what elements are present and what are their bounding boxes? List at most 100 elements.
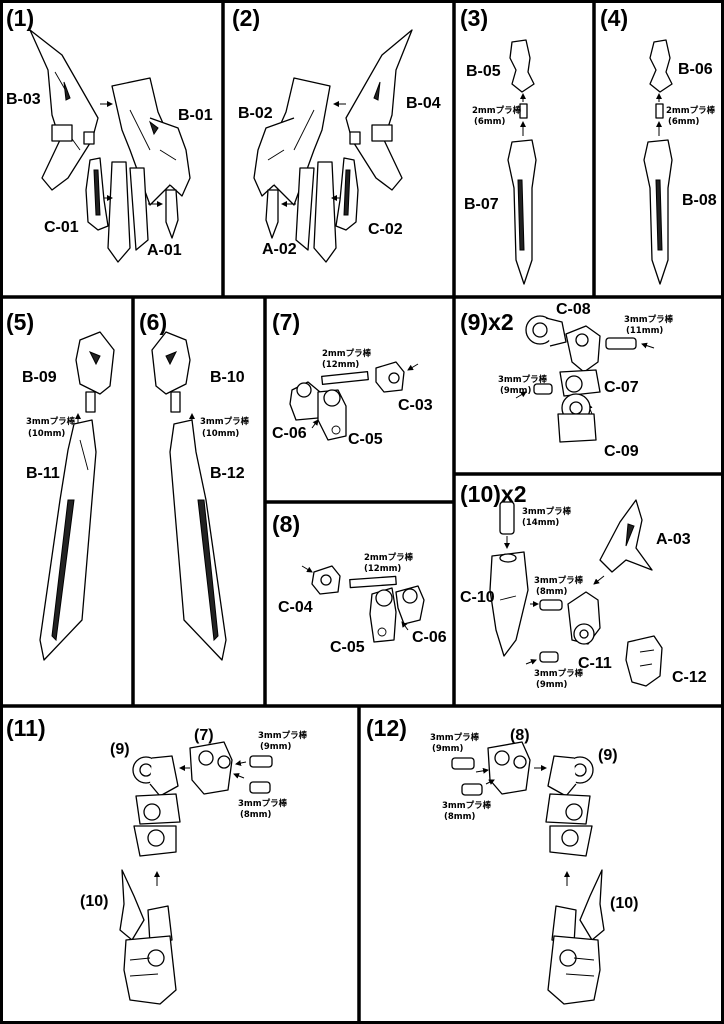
rod-3mm-10mm-left (85, 391, 96, 413)
part-drawing-c05-c06-8 (369, 585, 425, 643)
part-label-c05-7: C-05 (348, 431, 383, 448)
rod-label-3mm-11b: 3mmプラ棒 (238, 798, 288, 809)
rod-length-14mm: (14mm) (522, 518, 559, 528)
subassembly-10-left (119, 869, 177, 1005)
rod-label-2mm-right: 2mmプラ棒 (666, 105, 716, 116)
ref-label-10-left: (10) (80, 893, 108, 910)
rod-label-3mm-6: 3mmプラ棒 (200, 416, 250, 427)
rod-3mm-8mm (539, 599, 563, 611)
rod-length-10mm-6: (10mm) (202, 429, 239, 439)
step-label-1: (1) (6, 5, 34, 31)
rod-label-3mm-9a: 3mmプラ棒 (624, 314, 674, 325)
part-drawing-c10 (489, 551, 529, 657)
part-drawing-b01 (111, 77, 191, 206)
subassembly-10-right (547, 869, 605, 1005)
subassembly-8-right (487, 741, 531, 795)
rod-length-11mm: (11mm) (626, 326, 663, 336)
part-label-c07: C-07 (604, 379, 639, 396)
subassembly-9-right (545, 755, 594, 857)
rod-2mm-6mm-right (655, 103, 664, 119)
part-drawing-b07 (507, 139, 537, 285)
ref-label-9-left: (9) (110, 741, 130, 758)
part-label-c03: C-03 (398, 397, 433, 414)
part-label-c06-8: C-06 (412, 629, 447, 646)
rod-label-3mm-12a: 3mmプラ棒 (430, 732, 480, 743)
part-label-c08: C-08 (556, 301, 591, 318)
part-label-b01: B-01 (178, 107, 213, 124)
rod-3mm-8mm-11 (249, 781, 271, 794)
ref-label-8: (8) (510, 727, 530, 744)
step-label-12: (12) (366, 715, 407, 741)
part-drawing-c08 (525, 315, 567, 347)
step-label-8: (8) (272, 511, 300, 537)
panel-8: (8) 2mmプラ棒 (12mm) C-04 C-05 C-06 (272, 511, 447, 656)
rod-label-3mm-10b: 3mmプラ棒 (534, 575, 584, 586)
rod-2mm-12mm-8 (349, 575, 397, 589)
ref-label-7: (7) (194, 727, 214, 744)
rod-3mm-9mm (533, 383, 553, 395)
part-label-b03: B-03 (6, 91, 41, 108)
part-drawing-c02 (335, 157, 359, 231)
rod-3mm-9mm-10 (539, 651, 559, 663)
rod-3mm-11mm (605, 337, 637, 350)
part-drawing-b05 (509, 39, 535, 93)
panel-4: (4) B-06 2mmプラ棒 (6mm) B-08 (600, 5, 717, 285)
part-label-c09: C-09 (604, 443, 639, 460)
rod-3mm-8mm-12 (461, 783, 483, 796)
part-drawing-c11 (567, 591, 601, 645)
part-label-b11: B-11 (26, 465, 60, 482)
rod-length-9mm-10: (9mm) (536, 680, 568, 690)
part-drawing-b09 (75, 331, 115, 395)
step-label-4: (4) (600, 5, 628, 31)
part-label-a02: A-02 (262, 241, 297, 258)
subassembly-9-left (132, 755, 181, 857)
part-label-b08: B-08 (682, 192, 717, 209)
panel-10: (10)x2 3mmプラ棒 (14mm) A-03 3mmプラ棒 (8 (460, 481, 707, 690)
part-drawing-c03 (375, 361, 405, 393)
rod-label-3mm-10c: 3mmプラ棒 (534, 668, 584, 679)
rod-length-6mm-right: (6mm) (668, 117, 700, 127)
rod-label-2mm-8: 2mmプラ棒 (364, 552, 414, 563)
part-label-b09: B-09 (22, 369, 57, 386)
rod-2mm-12mm (321, 370, 369, 386)
rod-3mm-10mm-right (170, 391, 181, 413)
part-label-c11: C-11 (578, 655, 612, 672)
rod-label-3mm-9b: 3mmプラ棒 (498, 374, 548, 385)
part-label-c10: C-10 (460, 589, 495, 606)
part-drawing-b10 (151, 331, 191, 395)
part-label-c06-7: C-06 (272, 425, 307, 442)
part-label-a03: A-03 (656, 531, 691, 548)
part-drawing-b08 (643, 139, 673, 285)
step-label-2: (2) (232, 5, 260, 31)
part-drawing-c04 (311, 565, 341, 595)
part-drawing-c01 (85, 157, 109, 231)
step-label-10: (10)x2 (460, 481, 526, 507)
step-label-3: (3) (460, 5, 488, 31)
step-label-5: (5) (6, 309, 34, 335)
ref-label-10-right: (10) (610, 895, 638, 912)
rod-length-8mm-12: (8mm) (444, 812, 476, 822)
rod-length-6mm-left: (6mm) (474, 117, 506, 127)
subassembly-7-left (189, 741, 233, 795)
part-label-c05-8: C-05 (330, 639, 365, 656)
rod-length-9mm-11: (9mm) (260, 742, 292, 752)
rod-label-2mm-7: 2mmプラ棒 (322, 348, 372, 359)
part-drawing-b06 (649, 39, 673, 93)
panel-5: (5) B-09 3mmプラ棒 (10mm) B-11 (6, 309, 115, 661)
panel-12: (12) (8) (9) 3mmプラ棒 (366, 715, 638, 1005)
part-label-b12: B-12 (210, 465, 245, 482)
rod-label-3mm-11a: 3mmプラ棒 (258, 730, 308, 741)
part-label-b05: B-05 (466, 63, 501, 80)
part-label-c02: C-02 (368, 221, 403, 238)
part-label-b04: B-04 (406, 95, 441, 112)
rod-label-2mm-left: 2mmプラ棒 (472, 105, 522, 116)
rod-length-9mm-12: (9mm) (432, 744, 464, 754)
rod-label-3mm-5: 3mmプラ棒 (26, 416, 76, 427)
panel-1: (1) B-03 B-01 C-01 A-01 (6, 5, 213, 263)
part-label-b10: B-10 (210, 369, 245, 386)
step-label-6: (6) (139, 309, 167, 335)
part-label-a01: A-01 (147, 242, 182, 259)
part-drawing-b04 (345, 29, 413, 191)
